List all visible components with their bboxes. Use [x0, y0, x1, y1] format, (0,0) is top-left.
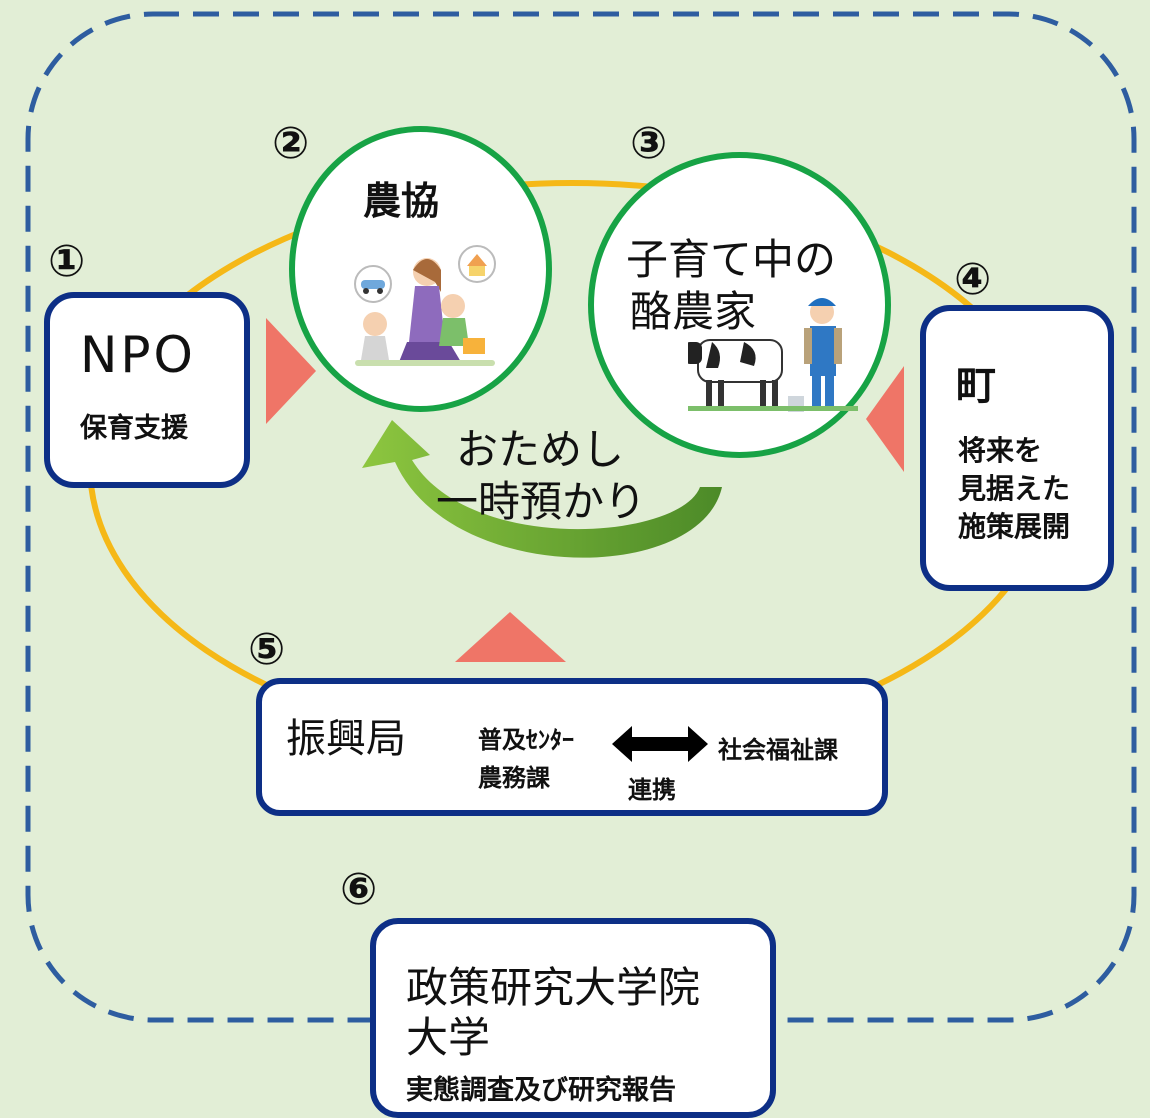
triangle-town-to-farmer [866, 366, 904, 472]
town-subtitle-line1: 将来を [958, 434, 1043, 467]
bureau-dept-agriculture: 農務課 [478, 764, 550, 792]
town-subtitle-line3: 施策展開 [958, 510, 1071, 543]
step-number-4: ④ [954, 254, 992, 305]
farmer-title-line2: 酪農家 [630, 287, 757, 336]
npo-box: NPO 保育支援 [44, 292, 250, 488]
bureau-dept-welfare: 社会福祉課 [718, 736, 838, 764]
step-number-5: ⑤ [248, 624, 286, 675]
town-subtitle-line2: 見据えた [958, 472, 1071, 505]
trial-care-label-line1: おためし [456, 425, 625, 474]
mother-children-illustration [354, 245, 496, 366]
bureau-dept-extension: 普及ｾﾝﾀｰ [478, 726, 574, 754]
step-number-3: ③ [630, 118, 668, 169]
ja-title: 農協 [363, 179, 440, 223]
university-box: 政策研究大学院 大学 実態調査及び研究報告 [370, 918, 776, 1118]
university-title-line1: 政策研究大学院 [406, 963, 701, 1012]
trial-care-label-line2: 一時預かり [436, 477, 647, 526]
cooperation-label: 連携 [628, 776, 676, 804]
curved-arrow-trial-care [362, 420, 722, 558]
npo-title: NPO [80, 326, 196, 384]
bureau-title: 振興局 [286, 716, 406, 762]
cow-farmer-illustration [688, 298, 858, 412]
step-number-2: ② [272, 118, 310, 169]
step-number-1: ① [48, 236, 86, 287]
university-subtitle: 実態調査及び研究報告 [406, 1075, 676, 1106]
double-arrow-icon [612, 726, 708, 762]
town-title: 町 [956, 363, 996, 409]
triangle-bureau-up [455, 612, 566, 662]
bureau-box: 振興局 普及ｾﾝﾀｰ 農務課 連携 社会福祉課 [256, 678, 888, 816]
triangle-npo-to-ja [266, 318, 316, 424]
university-title-line2: 大学 [406, 1013, 491, 1062]
ja-circle: 農協 [289, 126, 552, 412]
farmer-title-line1: 子育て中の [626, 235, 837, 284]
npo-subtitle: 保育支援 [80, 413, 188, 444]
farmer-circle: 子育て中の 酪農家 [588, 152, 891, 458]
step-number-6: ⑥ [340, 864, 378, 915]
town-box: 町 将来を 見据えた 施策展開 [920, 305, 1114, 591]
